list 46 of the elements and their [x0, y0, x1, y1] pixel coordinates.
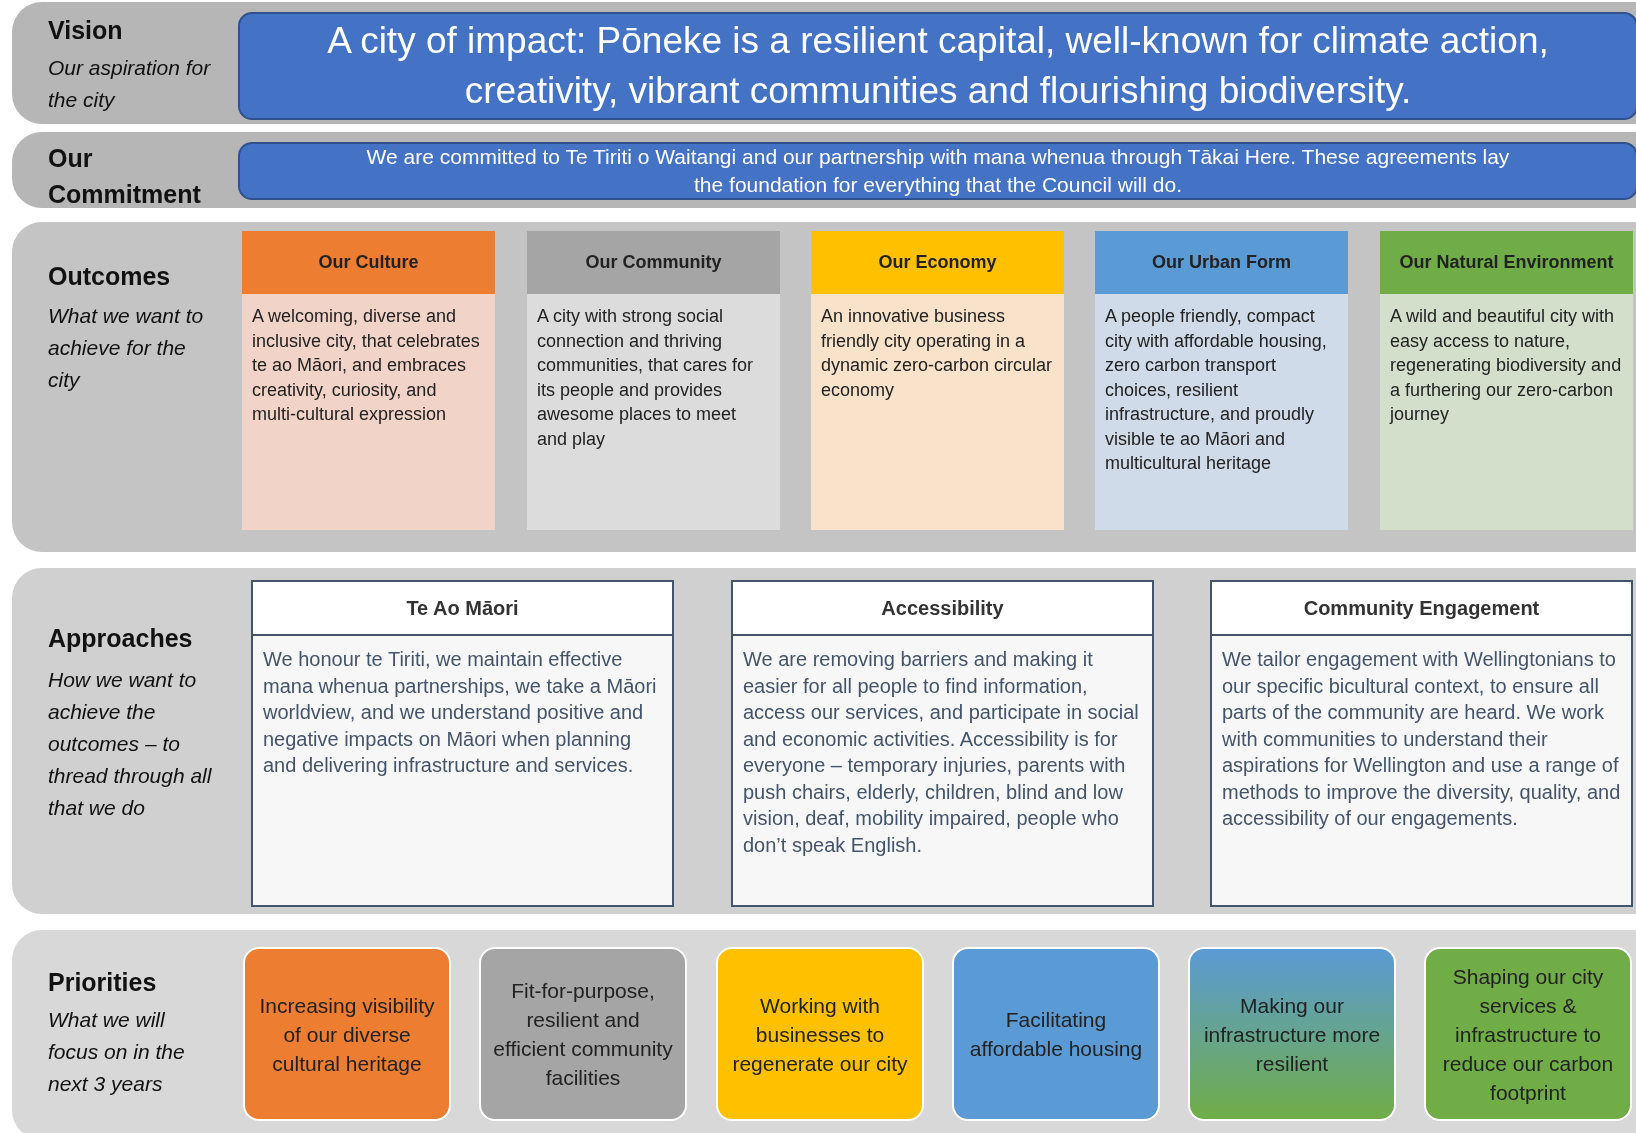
priority-tile: Facilitating affordable housing [952, 947, 1160, 1121]
commitment-banner: We are committed to Te Tiriti o Waitangi and our partnership with mana whenua through Tākai Here. These agreements lay the foundation for everything that the Council will do. [238, 142, 1636, 200]
card-heading: Our Natural Environment [1380, 231, 1633, 294]
approach-card [251, 580, 674, 907]
outcome-card [242, 231, 495, 530]
priority-tile: Working with businesses to regenerate our city [716, 947, 924, 1121]
section-heading: Our Commitment [48, 143, 202, 210]
card-text: A city with strong social connection and thriving communities, that cares for its people and provides awesome places to meet and play [536, 305, 755, 451]
section-heading: Approaches [48, 624, 194, 653]
card-heading: Our Community [527, 231, 780, 294]
card-text: A people friendly, compact city with affordable housing, zero carbon transport choices, resilient infrastructure, and proudly visible te ao Māori and multicultural heritage [1104, 305, 1328, 475]
card-text: An innovative business friendly city operating in a dynamic zero-carbon circular economy [820, 305, 1054, 402]
outcome-card [811, 231, 1064, 530]
outcome-card [1095, 231, 1348, 530]
section-band [12, 132, 1636, 208]
card-text: A welcoming, diverse and inclusive city, that celebrates te ao Māori, and embraces creativity, curiosity, and multi-cultural expression [251, 305, 481, 426]
priority-tile: Increasing visibility of our diverse cultural heritage [243, 947, 451, 1121]
section-subheading: What we will focus on in the next 3 years [48, 1007, 186, 1097]
card-text: We honour te Tiriti, we maintain effective mana whenua partnerships, we take a Māori worldview, and we understand positive and negative impacts on Māori when planning and delivering infrastructure and services. [262, 647, 658, 778]
section-subheading: How we want to achieve the outcomes – to thread through all that we do [48, 667, 213, 821]
section-heading: Vision [48, 16, 124, 45]
card-heading: Our Urban Form [1095, 231, 1348, 294]
approach-card [1210, 580, 1633, 907]
section-heading: Priorities [48, 968, 158, 997]
section-band [12, 930, 1636, 1133]
outcome-card [1380, 231, 1633, 530]
card-text: We tailor engagement with Wellingtonians to our specific bicultural context, to ensure all parts of the community are heard. We work with communities to understand their aspirations for Wellington and use a range of methods to improve the diversity, quality, and accessibility of our engagements. [1221, 647, 1622, 831]
priority-tile: Making our infrastructure more resilient [1188, 947, 1396, 1121]
card-heading: Accessibility [733, 582, 1152, 636]
card-heading: Our Culture [242, 231, 495, 294]
section-subheading: What we want to achieve for the city [48, 303, 205, 393]
section-band [12, 2, 1636, 124]
priority-tile: Fit-for-purpose, resilient and efficient community facilities [479, 947, 687, 1121]
priority-tile: Shaping our city services & infrastructure to reduce our carbon footprint [1424, 947, 1632, 1121]
section-band [12, 222, 1636, 552]
card-heading: Community Engagement [1212, 582, 1631, 636]
outcome-card [527, 231, 780, 530]
vision-banner: A city of impact: Pōneke is a resilient capital, well-known for climate action, creativity, vibrant communities and flourishing biodiversity. [238, 12, 1636, 120]
approach-card [731, 580, 1154, 907]
card-heading: Te Ao Māori [253, 582, 672, 636]
section-subheading: Our aspiration for the city [48, 55, 212, 113]
section-heading: Outcomes [48, 262, 172, 291]
section-band [12, 568, 1636, 914]
card-text: A wild and beautiful city with easy access to nature, regenerating biodiversity and a furthering our zero-carbon journey [1388, 305, 1623, 426]
card-heading: Our Economy [811, 231, 1064, 294]
card-text: We are removing barriers and making it easier for all people to find information, access our services, and participate in social and economic activities. Accessibility is for everyone – temporary injuries, parents with push chairs, elderly, children, blind and low vision, deaf, mobility impaired, people who don’t speak English. [742, 647, 1140, 858]
